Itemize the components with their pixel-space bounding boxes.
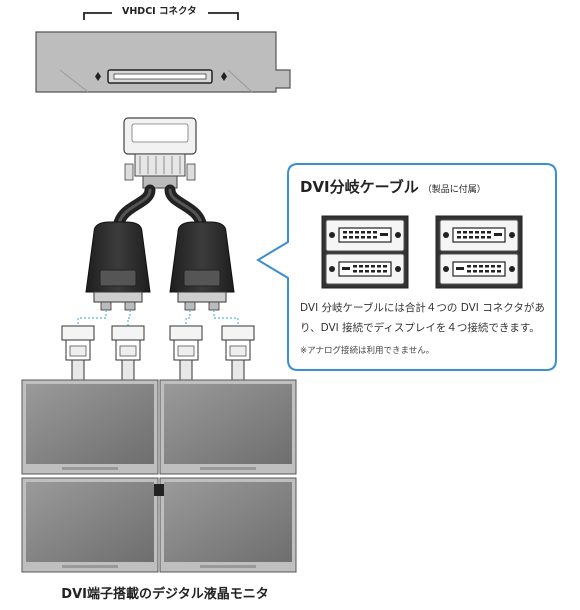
monitor [21,477,159,573]
monitor-caption: DVI端子搭載のデジタル液晶モニタ [61,587,269,602]
monitor [159,477,297,573]
callout-body: DVI 分岐ケーブルには合計４つの DVI コネクタがあり、DVI 接続でディス… [300,302,545,334]
splitter-head-right [169,221,235,311]
monitor-joint [154,484,164,496]
monitor [159,379,297,475]
dvi-port-pair-left [321,215,409,289]
callout-title: DVI分岐ケーブル（製品に付属） [300,176,486,197]
dvi-port-pair-right [435,215,523,289]
graphics-card [35,12,291,93]
screw-icon [95,72,227,81]
monitor [21,379,159,475]
callout-note: ※アナログ接続は利用できません。 [300,346,435,356]
splitter-head-left [85,221,151,311]
dvi-plug [61,325,255,398]
dotted-link [77,310,239,326]
callout-title-note: （製品に付属） [422,185,486,195]
vhdci-plug [123,117,197,189]
monitor-grid [21,379,297,573]
callout-title-text: DVI分岐ケーブル [300,178,419,196]
vhdci-connector-label: VHDCI コネクタ [118,3,201,17]
